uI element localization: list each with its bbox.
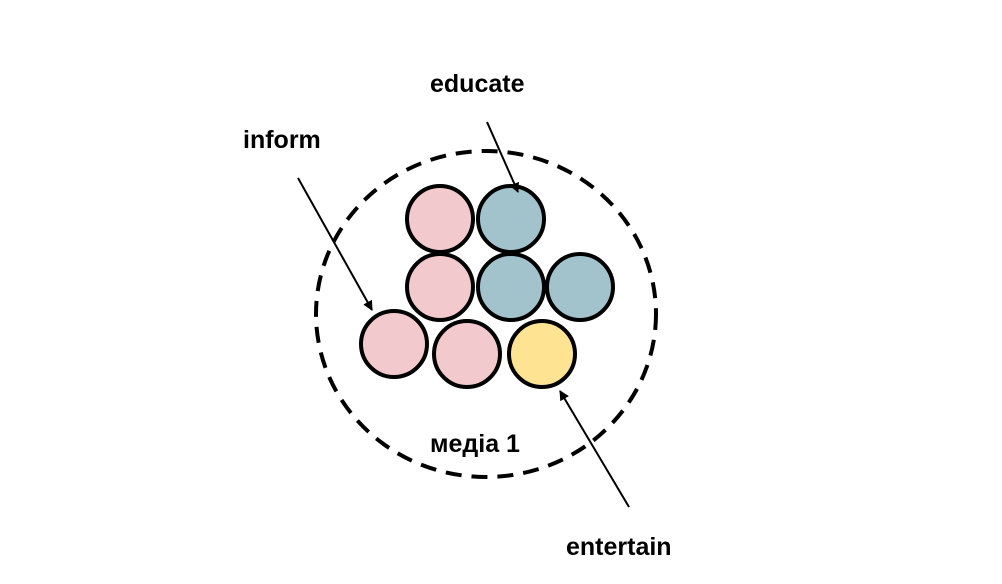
inform-circle xyxy=(405,184,475,254)
inform-circle xyxy=(405,252,475,322)
entertain-label: entertain xyxy=(566,533,672,561)
inform-circle xyxy=(432,319,502,389)
educate-circle xyxy=(476,184,546,254)
educate-circle xyxy=(476,252,546,322)
inform-circle xyxy=(359,309,429,379)
educate-arrow xyxy=(486,121,519,193)
container-label: медіа 1 xyxy=(430,430,520,458)
inform-label: inform xyxy=(243,126,321,154)
educate-label: educate xyxy=(430,70,525,98)
educate-circle xyxy=(545,252,615,322)
inform-arrow xyxy=(297,177,373,311)
media-boundary xyxy=(314,149,658,479)
entertain-circle xyxy=(507,319,577,389)
circle-cluster xyxy=(359,184,615,389)
entertain-arrow xyxy=(559,390,630,508)
